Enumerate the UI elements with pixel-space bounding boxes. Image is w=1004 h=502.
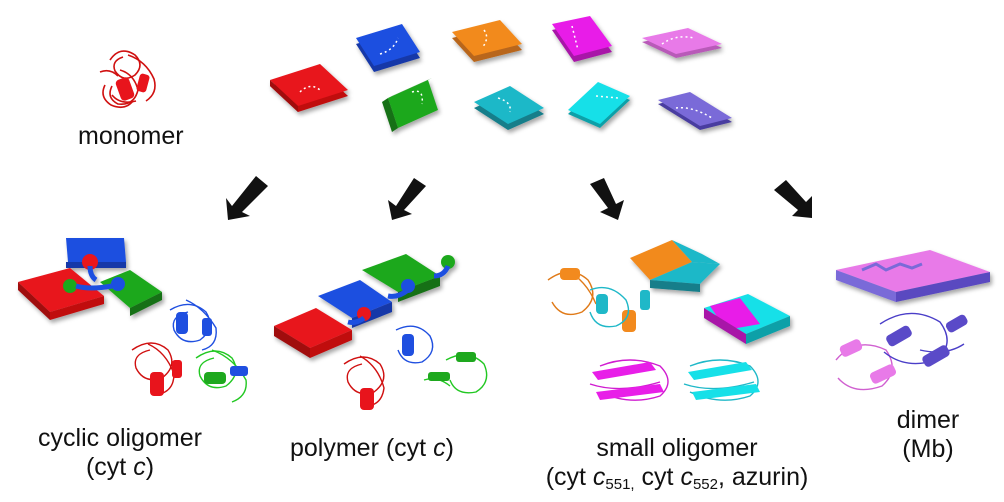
label-polymer-pre: polymer (cyt (290, 434, 434, 462)
label-polymer-italic: c (433, 434, 446, 462)
small-oligomer-tiles-magenta-cyan (704, 294, 790, 344)
tile-orange (452, 20, 522, 62)
label-dimer: dimer (Mb) (878, 406, 978, 464)
label-small-c2: c (680, 463, 693, 491)
label-cyclic-line2: (cyt c) (22, 453, 218, 482)
label-monomer-text: monomer (78, 122, 184, 150)
label-cyclic-oligomer: cyclic oligomer (cyt c) (22, 424, 218, 482)
label-small-c1: c (592, 463, 606, 491)
arrow-to-cyclic (226, 176, 268, 220)
label-small-p3: , azurin) (717, 463, 809, 491)
cyclic-oligomer-protein-image (131, 299, 248, 403)
small-oligomer-protein-image-bottom (589, 359, 760, 401)
small-oligomer-tiles-orange-cyan (630, 240, 720, 292)
tile-cyan-teal (474, 86, 544, 130)
label-monomer: monomer (78, 122, 184, 151)
label-small-p2: cyt (634, 463, 681, 491)
tile-magenta (552, 16, 612, 62)
tile-green (382, 78, 438, 132)
label-cyclic-line1: cyclic oligomer (38, 424, 202, 452)
tile-lavender (658, 92, 732, 130)
dimer-tiles (836, 250, 990, 302)
arrow-to-dimer (774, 180, 812, 218)
label-dimer-line1: dimer (896, 406, 960, 434)
label-small-line1: small oligomer (596, 434, 758, 462)
arrow-to-small-oligomer (590, 178, 624, 220)
label-cyclic-post: ) (145, 453, 155, 481)
label-small-p1: (cyt (545, 463, 593, 491)
label-small-sub2: 552 (692, 476, 718, 493)
polymer-protein-image (343, 325, 488, 410)
label-small-line2: (cyt c551, cyt c552, azurin) (524, 463, 830, 492)
arrow-to-polymer (388, 178, 426, 220)
label-dimer-line2: (Mb) (902, 435, 954, 463)
polymer-tiles (274, 254, 455, 358)
monomer-protein-image (99, 50, 156, 109)
tile-pink (642, 28, 722, 58)
tile-cyan (568, 82, 630, 128)
label-polymer: polymer (cyt c) (290, 434, 454, 463)
dimer-protein-image (835, 312, 968, 391)
label-small-oligomer: small oligomer (cyt c551, cyt c552, azur… (524, 434, 830, 492)
label-small-sub1: 551, (605, 476, 635, 493)
small-oligomer-protein-image-top (547, 268, 650, 332)
label-polymer-post: ) (445, 434, 454, 462)
label-cyclic-italic: c (133, 453, 146, 481)
label-cyclic-pre: (cyt (85, 453, 134, 481)
tile-blue (356, 24, 420, 72)
tile-red (270, 64, 348, 112)
cyclic-oligomer-tiles (18, 238, 162, 320)
